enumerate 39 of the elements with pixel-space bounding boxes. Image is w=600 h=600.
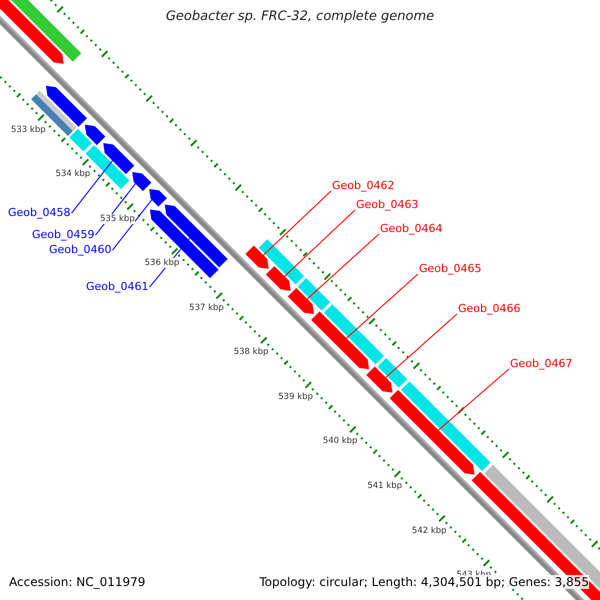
gene-feature (103, 143, 134, 174)
gene-label: Geob_0467 (510, 357, 572, 370)
gene-feature (164, 204, 228, 268)
leader-line (306, 234, 380, 300)
gene-label: Geob_0461 (86, 280, 148, 293)
scale-label: 533 kbp (10, 124, 46, 135)
scale-label: 534 kbp (56, 169, 90, 180)
scale-label: 535 kbp (100, 214, 135, 224)
gene-feature (245, 246, 269, 269)
leader-line (112, 199, 152, 251)
title: Geobacter sp. FRC-32, complete genome (164, 9, 436, 24)
scale-label: 542 kbp (412, 526, 447, 536)
gene-label: Geob_0466 (458, 302, 520, 315)
gene-feature (390, 390, 474, 475)
gene-label: Geob_0460 (49, 243, 112, 256)
gene-label: Geob_0459 (32, 228, 94, 241)
leader-line (71, 160, 113, 214)
leader-line (385, 314, 458, 378)
leader-line (346, 274, 418, 339)
leader-line (284, 210, 356, 277)
gene-feature (266, 266, 291, 291)
gene-feature (311, 311, 370, 370)
scale-label: 538 kbp (234, 347, 268, 358)
gene-label: Geob_0462 (332, 179, 394, 192)
scale-label: 541 kbp (367, 480, 402, 491)
gene-label: Geob_0463 (356, 198, 418, 211)
gene-feature (288, 288, 314, 314)
gene-feature (366, 366, 392, 393)
gene-label: Geob_0458 (8, 206, 70, 219)
scale-label: 540 kbp (322, 436, 358, 446)
scale-label: 536 kbp (144, 258, 180, 268)
gene-feature (149, 189, 167, 207)
gene-label: Geob_0465 (419, 262, 482, 275)
accession-note: Accession: NC_011979 (9, 575, 146, 589)
scale-label: 539 kbp (278, 392, 313, 402)
gene-label: Geob_0464 (380, 222, 442, 235)
scale-label: 537 kbp (189, 302, 224, 313)
gene-feature (132, 172, 152, 192)
leader-line (438, 368, 510, 431)
